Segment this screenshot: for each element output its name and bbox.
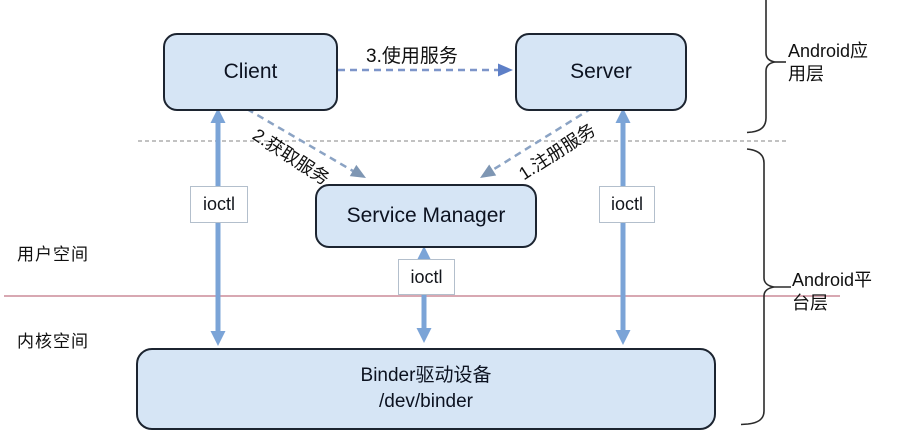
binder-driver-title: Binder驱动设备 [360, 365, 492, 387]
client-node-label: Client [223, 60, 278, 83]
arrow-down-icon [210, 331, 226, 346]
binder-driver-node: Binder驱动设备 /dev/binder [136, 348, 716, 430]
arrow-up-icon [615, 108, 631, 123]
user-space-label: 用户空间 [17, 245, 89, 264]
app-layer-brace [746, 0, 786, 134]
service-manager-node: Service Manager [315, 184, 537, 248]
server-node: Server [515, 33, 687, 111]
ioctl-tag-server: ioctl [599, 186, 655, 223]
client-binder-arrow [210, 108, 226, 346]
ioctl-label: ioctl [410, 266, 443, 287]
android-app-layer-label: Android应 用层 [788, 41, 869, 84]
arrow-down-icon [615, 330, 631, 345]
ioctl-label: ioctl [610, 194, 643, 214]
register-service-arrow [480, 106, 593, 178]
client-node: Client [163, 33, 338, 111]
arrow-up-icon [416, 246, 432, 261]
platform-layer-brace [740, 148, 791, 426]
server-node-label: Server [570, 60, 632, 83]
arrow-up-icon [210, 108, 226, 123]
arrow-down-left-icon [480, 164, 497, 178]
arrow-right-icon [498, 63, 513, 77]
ioctl-tag-client: ioctl [190, 186, 248, 223]
use-service-arrow [338, 63, 513, 77]
android-platform-layer-label: Android平 台层 [792, 270, 873, 313]
arrow-down-icon [416, 328, 432, 343]
arrow-down-right-icon [349, 164, 366, 178]
get-service-arrow [246, 107, 366, 178]
server-binder-arrow [615, 108, 631, 345]
ioctl-label: ioctl [202, 194, 235, 214]
use-service-label: 3.使用服务 [366, 46, 458, 67]
ioctl-tag-service-manager: ioctl [398, 259, 455, 295]
kernel-space-label: 内核空间 [17, 332, 89, 351]
service-manager-node-label: Service Manager [346, 204, 506, 227]
binder-driver-path: /dev/binder [378, 391, 473, 412]
